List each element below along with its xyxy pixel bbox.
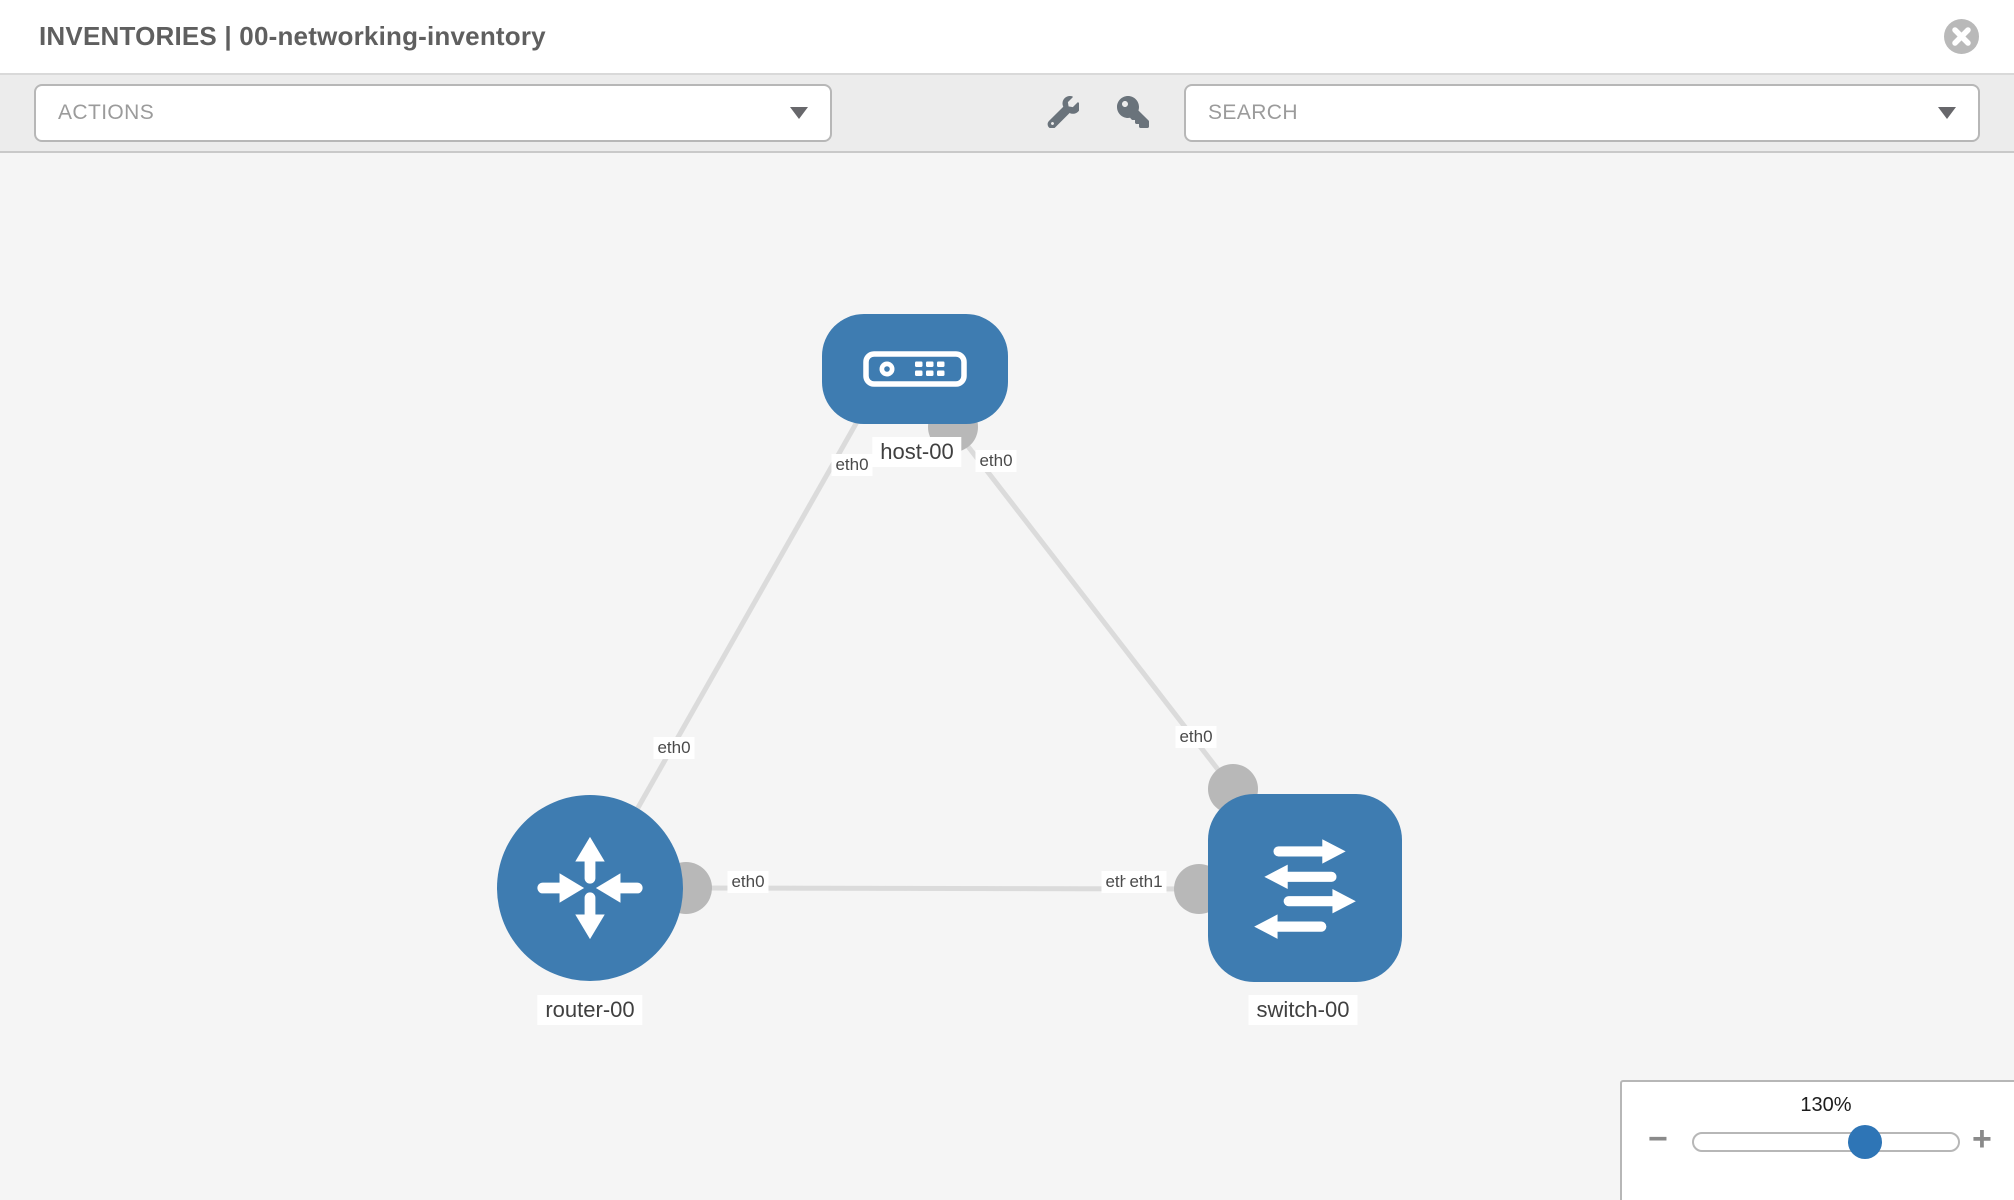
- chevron-down-icon: [790, 107, 808, 119]
- router-icon: [537, 836, 643, 940]
- node-router[interactable]: [497, 795, 683, 981]
- close-button[interactable]: [1943, 18, 1980, 55]
- toolbar-icon-group: [1046, 95, 1150, 130]
- search-dropdown[interactable]: SEARCH: [1184, 84, 1980, 142]
- zoom-slider[interactable]: [1692, 1132, 1960, 1152]
- close-icon: [1944, 19, 1979, 54]
- zoom-panel: 130% − +: [1620, 1080, 2014, 1200]
- wrench-icon: [1047, 95, 1081, 129]
- configure-button[interactable]: [1046, 95, 1081, 130]
- chevron-down-icon: [1938, 107, 1956, 119]
- actions-dropdown[interactable]: ACTIONS: [34, 84, 832, 142]
- zoom-out-button[interactable]: −: [1648, 1120, 1668, 1158]
- interface-label: eth0: [831, 454, 873, 476]
- zoom-in-button[interactable]: +: [1972, 1120, 1992, 1158]
- zoom-percent: 130%: [1800, 1094, 1852, 1116]
- actions-dropdown-label: ACTIONS: [58, 101, 155, 124]
- links-layer: [632, 402, 1258, 914]
- node-label-router: router-00: [537, 995, 643, 1025]
- interface-label: eth0: [975, 450, 1017, 472]
- search-dropdown-label: SEARCH: [1208, 101, 1298, 124]
- breadcrumb-header: INVENTORIES | 00-networking-inventory: [0, 0, 2014, 73]
- toolbar: ACTIONS SEARCH: [0, 73, 2014, 153]
- switch-icon: [1254, 839, 1356, 939]
- host-icon: [863, 351, 967, 387]
- node-label-switch: switch-00: [1248, 995, 1358, 1025]
- topology-canvas[interactable]: host-00 router-00 switch-00 eth0 eth0 et…: [0, 153, 2014, 1200]
- credentials-button[interactable]: [1116, 96, 1150, 130]
- interface-label: eth0: [653, 737, 695, 759]
- key-icon: [1117, 96, 1149, 128]
- node-label-host: host-00: [872, 437, 962, 467]
- node-switch[interactable]: [1208, 794, 1402, 982]
- interface-label: eth0: [1175, 726, 1217, 748]
- interface-label: eth1: [1125, 871, 1167, 893]
- page-title: INVENTORIES | 00-networking-inventory: [39, 21, 546, 51]
- interface-label: eth0: [727, 871, 769, 893]
- node-host[interactable]: [822, 314, 1008, 424]
- zoom-slider-thumb[interactable]: [1848, 1125, 1882, 1159]
